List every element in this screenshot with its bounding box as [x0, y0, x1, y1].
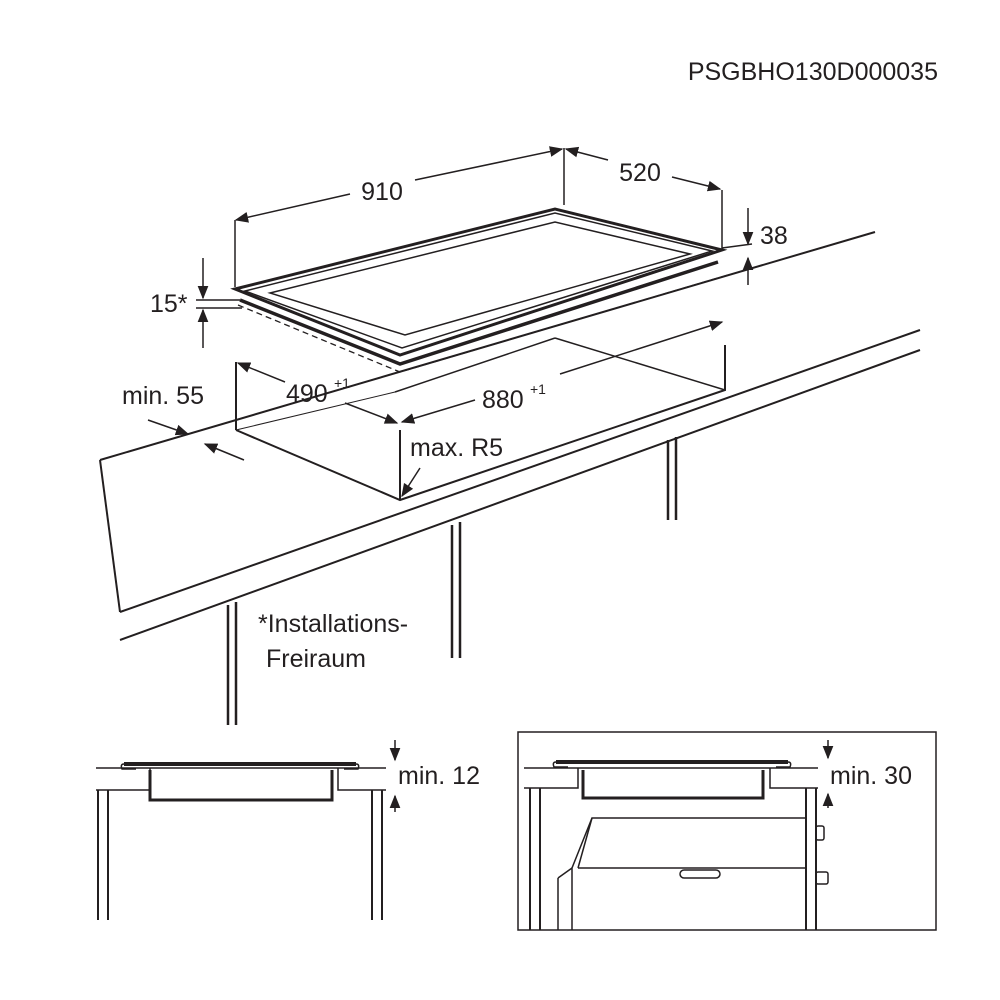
footnote-line-2: Freiraum [266, 645, 366, 673]
cabinet-legs [226, 437, 678, 725]
dim-38 [721, 208, 754, 285]
cutout-outline [235, 337, 726, 502]
label-cutout-width: 880 [482, 386, 524, 414]
dim-520 [564, 146, 723, 250]
dim-880 [400, 320, 724, 424]
label-hob-depth: 520 [619, 159, 661, 187]
drawing-code: PSGBHO130D000035 [688, 58, 938, 86]
label-edge-distance: min. 55 [122, 382, 204, 410]
countertop [99, 231, 921, 641]
dim-910 [234, 146, 565, 287]
footnote-line-1: *Installations- [258, 610, 408, 638]
label-hob-width: 910 [361, 178, 403, 206]
detail-left [96, 740, 401, 920]
dim-15 [196, 258, 242, 348]
label-min-30: min. 30 [830, 762, 912, 790]
dim-490 [236, 362, 399, 424]
label-min-12: min. 12 [398, 762, 480, 790]
label-clearance: 15* [150, 290, 188, 318]
label-cutout-depth-tol: +1 [334, 375, 350, 391]
label-cutout-width-tol: +1 [530, 381, 546, 397]
radius-leader [401, 467, 421, 498]
hob [230, 207, 729, 373]
label-hob-height: 38 [760, 222, 788, 250]
label-cutout-depth: 490 [286, 380, 328, 408]
dim-min55 [147, 419, 245, 461]
detail-right [517, 731, 937, 931]
label-corner-radius: max. R5 [410, 434, 503, 462]
